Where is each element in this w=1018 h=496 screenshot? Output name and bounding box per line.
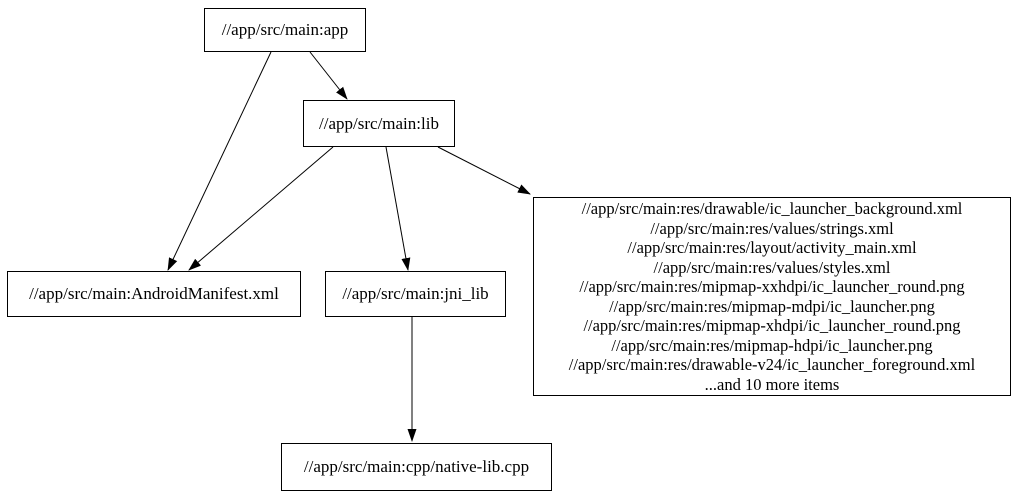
res-file-line: //app/src/main:res/values/styles.xml: [653, 257, 891, 277]
res-file-line: //app/src/main:res/drawable/ic_launcher_…: [581, 199, 963, 218]
res-file-line: //app/src/main:res/drawable-v24/ic_launc…: [568, 355, 976, 374]
node-native-lib-cpp-label: //app/src/main:cpp/native-lib.cpp: [303, 457, 530, 477]
res-file-line: //app/src/main:res/mipmap-xxhdpi/ic_laun…: [579, 277, 965, 296]
node-app-label: //app/src/main:app: [221, 20, 349, 40]
res-file-line: //app/src/main:res/layout/activity_main.…: [627, 238, 917, 257]
edge-lib-to-jni-lib: [385, 146, 411, 271]
node-android-manifest-label: //app/src/main:AndroidManifest.xml: [29, 284, 279, 304]
res-file-line: //app/src/main:res/values/strings.xml: [650, 218, 894, 238]
edge-lib-to-res: [437, 146, 531, 195]
res-file-line: //app/src/main:res/mipmap-hdpi/ic_launch…: [611, 335, 933, 355]
node-lib-label: //app/src/main:lib: [319, 113, 439, 133]
node-native-lib-cpp: //app/src/main:cpp/native-lib.cpp: [281, 443, 552, 491]
res-more-items-line: ...and 10 more items: [704, 374, 840, 394]
node-lib: //app/src/main:lib: [303, 100, 455, 147]
node-jni-lib: //app/src/main:jni_lib: [325, 271, 506, 317]
edge-app-to-lib: [309, 51, 348, 100]
res-file-line: //app/src/main:res/mipmap-xhdpi/ic_launc…: [583, 316, 961, 335]
res-file-line: //app/src/main:res/mipmap-mdpi/ic_launch…: [609, 296, 935, 316]
node-app: //app/src/main:app: [204, 8, 366, 52]
edge-lib-to-manifest: [188, 146, 334, 271]
node-jni-lib-label: //app/src/main:jni_lib: [342, 284, 489, 304]
node-android-manifest: //app/src/main:AndroidManifest.xml: [7, 271, 301, 317]
edge-app-to-manifest: [167, 51, 272, 271]
node-res-files: //app/src/main:res/drawable/ic_launcher_…: [533, 197, 1011, 396]
